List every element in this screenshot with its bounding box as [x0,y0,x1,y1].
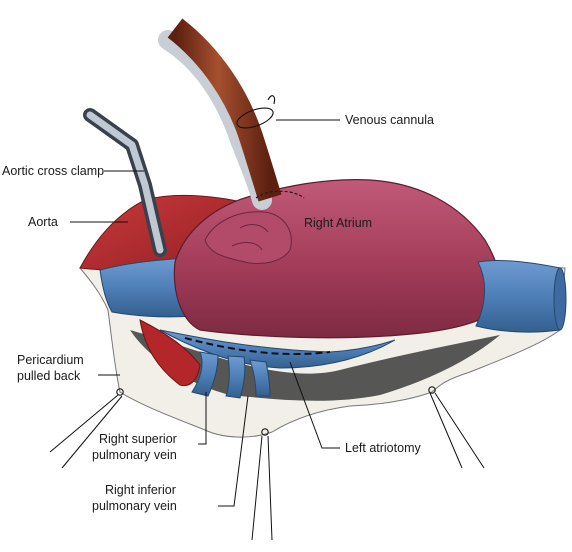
stay-suture-left [116,388,124,396]
suture-knot [267,95,276,105]
pericardial-cavity [130,330,500,401]
atrial-appendage [204,211,292,264]
right-inferior-pulmonary-vein-branch [249,359,271,397]
atrial-fold [231,224,269,251]
label-venous-cannula: Venous cannula [345,113,434,127]
right-inferior-pulmonary-vein [225,355,246,399]
leader-right-inferior [218,395,249,507]
label-aortic-cross-clamp: Aortic cross clamp [2,164,104,178]
label-pericardium-2: pulled back [17,369,81,383]
label-aorta: Aorta [28,215,58,229]
label-right-superior-2: pulmonary vein [92,448,177,462]
stay-suture-bottom [261,428,269,436]
label-right-inferior-2: pulmonary vein [92,499,177,513]
superior-vena-cava [99,257,196,318]
ivc-end [553,267,567,331]
right-superior-pulmonary-vein [191,351,219,397]
aortic-cross-clamp-highlight [86,111,164,254]
purse-string-suture [236,107,274,129]
leader-left-atriotomy [289,361,340,449]
label-pericardium-1: Pericardium [17,353,84,367]
cannula-insertion-sutures [255,190,305,199]
label-right-superior-1: Right superior [99,432,177,446]
stay-suture-right [428,386,436,394]
inferior-vena-cava [475,259,561,333]
left-atriotomy-line [184,337,331,356]
venous-cannula [167,18,282,202]
label-right-inferior-1: Right inferior [105,483,176,497]
stay-suture-strands [49,392,485,541]
aorta-root [139,319,201,387]
label-right-atrium: Right Atrium [304,216,372,230]
leader-right-superior [198,392,207,445]
label-left-atriotomy: Left atriotomy [345,441,421,455]
